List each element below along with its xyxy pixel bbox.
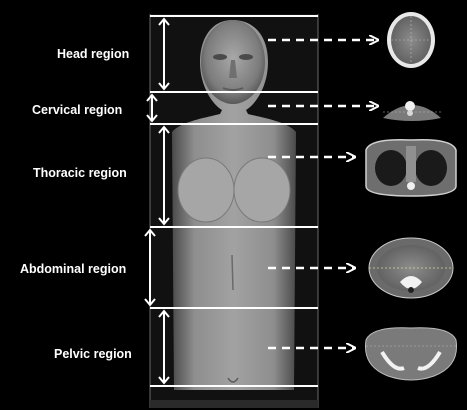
label-thoracic-region: Thoracic region: [33, 166, 127, 180]
left-eye: [213, 54, 227, 60]
ct-slice-head: [387, 12, 435, 68]
ct-slice-abdominal: [369, 238, 453, 298]
label-abdominal-region: Abdominal region: [20, 262, 126, 276]
ct-slice-thoracic: [366, 140, 456, 196]
left-breast: [178, 158, 234, 222]
right-breast: [234, 158, 290, 222]
label-cervical-region: Cervical region: [32, 103, 122, 117]
navel-line: [232, 255, 233, 290]
label-head-region: Head region: [57, 47, 129, 61]
ct-slice-cervical: [383, 101, 441, 121]
ct-slice-pelvic: [365, 328, 456, 380]
scan-table-base: [150, 400, 318, 408]
label-pelvic-region: Pelvic region: [54, 347, 132, 361]
right-eye: [239, 54, 253, 60]
